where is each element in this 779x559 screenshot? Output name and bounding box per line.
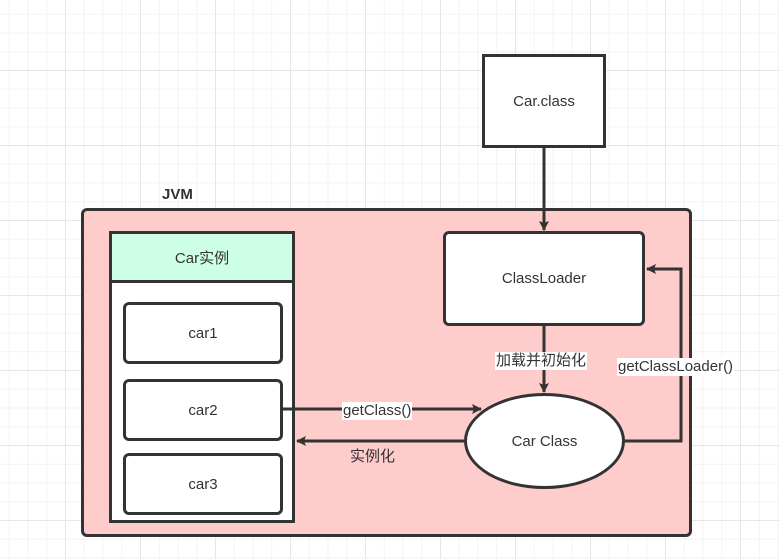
- car-class-node[interactable]: Car Class: [464, 393, 625, 489]
- edge-label-get-classloader: getClassLoader(): [617, 358, 735, 376]
- car-instance-label: car2: [188, 401, 218, 419]
- car-instance-node[interactable]: car3: [123, 453, 283, 515]
- classloader-node[interactable]: ClassLoader: [443, 231, 645, 326]
- car-instances-panel[interactable]: Car实例 car1 car2 car3: [109, 231, 295, 523]
- car-instance-node[interactable]: car2: [123, 379, 283, 441]
- car-instance-node[interactable]: car1: [123, 302, 283, 364]
- edge-label-get-class: getClass(): [342, 402, 413, 420]
- car-instances-header-label: Car实例: [174, 249, 230, 267]
- edge-label-load-init: 加载并初始化: [495, 352, 588, 370]
- car-instance-label: car1: [188, 324, 218, 342]
- car-class-label: Car Class: [511, 432, 578, 450]
- edge-label-instantiate: 实例化: [350, 448, 396, 465]
- car-instances-header: Car实例: [112, 234, 292, 283]
- car-instance-label: car3: [188, 475, 218, 493]
- edge-get-classloader: [625, 264, 683, 443]
- jvm-label: JVM: [162, 186, 193, 203]
- classloader-label: ClassLoader: [501, 270, 587, 287]
- car-class-file-label: Car.class: [513, 92, 575, 110]
- car-class-file-node[interactable]: Car.class: [482, 54, 606, 148]
